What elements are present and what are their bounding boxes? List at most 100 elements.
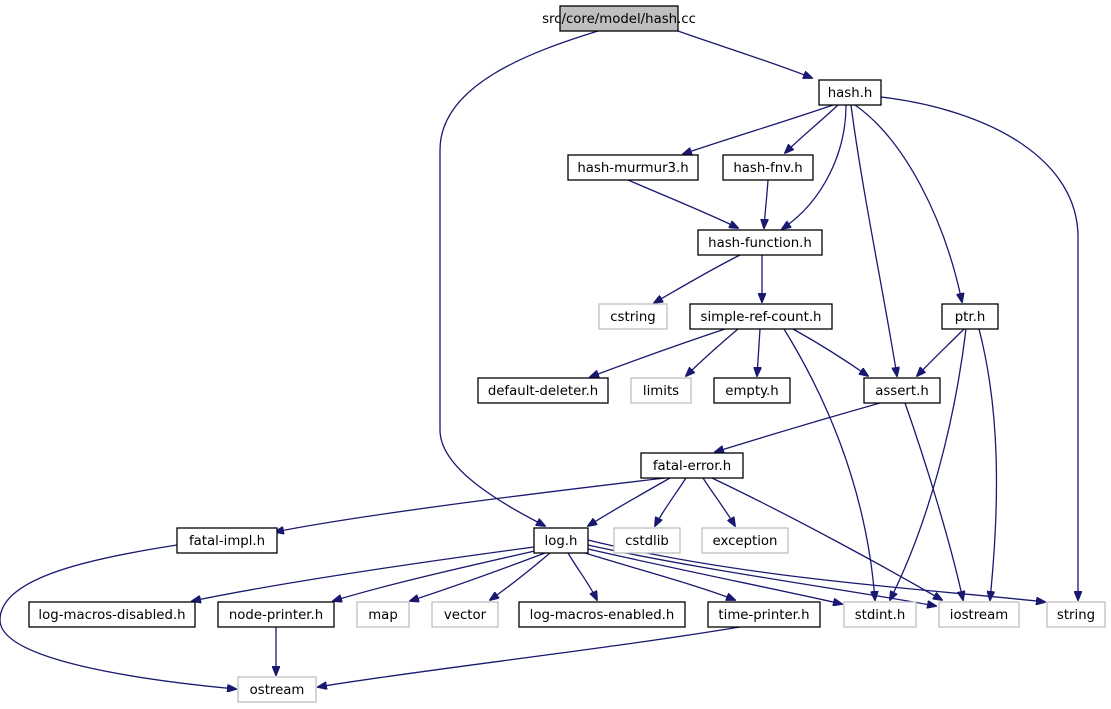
edge-hash-h-to-hash-fnv <box>785 104 839 153</box>
node-simple-ref-count[interactable]: simple-ref-count.h <box>689 303 833 330</box>
node-box <box>701 527 789 554</box>
node-hash-function[interactable]: hash-function.h <box>697 229 823 256</box>
node-map: map <box>356 601 410 628</box>
node-box <box>843 601 917 628</box>
edge-assert-h-to-iostream <box>904 402 963 600</box>
edge-hash-h-to-ptr-h <box>854 104 962 302</box>
edge-simple-ref-count-to-empty-h <box>757 328 760 376</box>
edge-simple-ref-count-to-default-deleter <box>590 328 726 377</box>
node-box <box>431 601 499 628</box>
node-box <box>938 601 1020 628</box>
edge-log-h-to-map <box>410 552 546 601</box>
node-label: fatal-impl.h <box>189 534 265 549</box>
node-hash-cc[interactable]: src/core/model/hash.cc <box>542 5 696 32</box>
node-cstring: cstring <box>598 303 668 330</box>
node-box <box>613 527 681 554</box>
node-stdint-h: stdint.h <box>843 601 917 628</box>
node-ptr-h[interactable]: ptr.h <box>941 303 999 330</box>
edge-log-h-to-vector <box>490 552 551 600</box>
node-box <box>217 601 335 628</box>
node-log-macros-enabled[interactable]: log-macros-enabled.h <box>518 601 686 628</box>
edge-log-h-to-time-printer <box>584 552 735 600</box>
node-label: empty.h <box>725 384 778 399</box>
edge-assert-h-to-fatal-error <box>715 402 881 452</box>
edge-ptr-h-to-stdint-h <box>890 328 967 600</box>
edge-fatal-error-to-log-h <box>588 477 671 526</box>
node-fatal-error[interactable]: fatal-error.h <box>640 452 744 479</box>
edge-hash-cc-to-hash-h <box>677 30 812 78</box>
node-assert-h[interactable]: assert.h <box>863 377 941 404</box>
node-time-printer[interactable]: time-printer.h <box>707 601 821 628</box>
node-label: hash-function.h <box>708 236 812 251</box>
node-label: simple-ref-count.h <box>701 310 822 325</box>
edge-log-h-to-string <box>587 539 1045 602</box>
edge-fatal-impl-to-ostream <box>0 544 236 689</box>
edge-simple-ref-count-to-stdint-h <box>783 328 875 600</box>
edge-simple-ref-count-to-assert-h <box>792 328 868 376</box>
edge-log-h-to-log-macros-enabled <box>567 552 597 600</box>
node-box <box>818 79 882 106</box>
node-hash-h[interactable]: hash.h <box>818 79 882 106</box>
node-box <box>533 527 589 554</box>
node-box <box>477 377 609 404</box>
node-box <box>697 229 823 256</box>
node-log-macros-disabled[interactable]: log-macros-disabled.h <box>28 601 196 628</box>
node-box <box>567 154 699 181</box>
edge-ptr-h-to-assert-h <box>917 328 965 376</box>
node-label: time-printer.h <box>718 608 809 623</box>
edge-log-h-to-iostream <box>587 544 936 606</box>
node-label: src/core/model/hash.cc <box>542 12 696 27</box>
node-label: stdint.h <box>855 608 906 623</box>
node-box <box>640 452 744 479</box>
node-label: cstring <box>610 310 655 325</box>
node-label: cstdlib <box>625 534 669 549</box>
node-label: exception <box>713 534 778 549</box>
node-box <box>863 377 941 404</box>
edge-time-printer-to-ostream <box>318 626 741 687</box>
node-label: default-deleter.h <box>488 384 598 399</box>
node-label: node-printer.h <box>229 608 323 623</box>
node-string: string <box>1046 601 1106 628</box>
node-iostream: iostream <box>938 601 1020 628</box>
node-label: hash-murmur3.h <box>577 161 688 176</box>
node-fatal-impl[interactable]: fatal-impl.h <box>176 527 278 554</box>
node-log-h[interactable]: log.h <box>533 527 589 554</box>
node-label: ostream <box>250 683 305 698</box>
edge-hash-function-to-cstring <box>654 254 741 303</box>
node-box <box>356 601 410 628</box>
edge-hash-h-to-assert-h <box>850 104 897 376</box>
node-label: limits <box>643 384 679 399</box>
edge-simple-ref-count-to-limits <box>686 328 739 376</box>
node-label: assert.h <box>875 384 929 399</box>
node-label: iostream <box>950 608 1008 623</box>
node-node-printer[interactable]: node-printer.h <box>217 601 335 628</box>
edge-hash-h-to-string <box>880 96 1078 600</box>
node-default-deleter[interactable]: default-deleter.h <box>477 377 609 404</box>
edge-hash-h-to-hash-murmur3 <box>683 104 834 154</box>
edge-fatal-error-to-cstdlib <box>655 477 687 526</box>
node-label: log-macros-disabled.h <box>38 608 185 623</box>
edge-hash-cc-to-log-h <box>439 30 599 526</box>
node-cstdlib: cstdlib <box>613 527 681 554</box>
node-label: ptr.h <box>955 310 986 325</box>
node-box <box>941 303 999 330</box>
node-hash-fnv[interactable]: hash-fnv.h <box>722 154 814 181</box>
edge-ptr-h-to-iostream <box>978 328 998 600</box>
node-label: log.h <box>545 534 578 549</box>
edge-log-h-to-stdint-h <box>587 548 842 604</box>
node-box <box>630 377 692 404</box>
node-label: map <box>368 608 398 623</box>
edge-log-h-to-node-printer <box>333 549 540 601</box>
edge-hash-murmur3-to-hash-function <box>627 179 738 228</box>
edge-hash-fnv-to-hash-function <box>764 179 769 228</box>
node-box <box>518 601 686 628</box>
node-box <box>237 676 317 703</box>
node-box <box>598 303 668 330</box>
node-box <box>28 601 196 628</box>
node-ostream: ostream <box>237 676 317 703</box>
node-hash-murmur3[interactable]: hash-murmur3.h <box>567 154 699 181</box>
node-vector: vector <box>431 601 499 628</box>
node-box <box>713 377 791 404</box>
node-empty-h[interactable]: empty.h <box>713 377 791 404</box>
edge-hash-h-to-hash-function <box>782 104 847 229</box>
